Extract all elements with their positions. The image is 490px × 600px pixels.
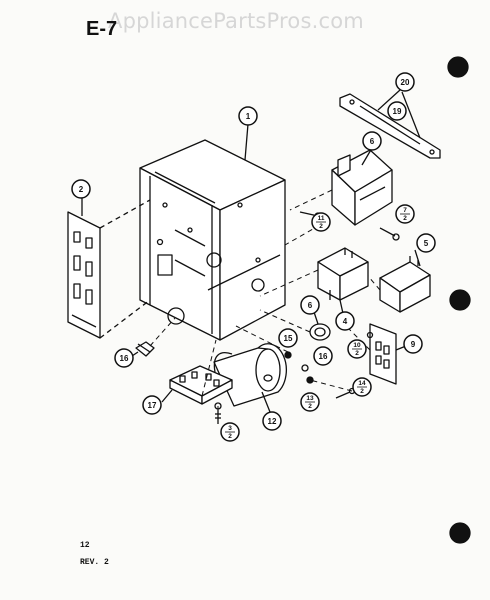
callout-3-num: 3 [228,425,232,432]
leader-12 [261,391,271,413]
leader-5 [414,249,421,267]
callout-14-den: 2 [360,388,364,395]
transformer-part [331,149,393,226]
leader-20a [377,89,401,111]
callout-4: 4 [343,317,348,326]
callout-9: 9 [411,340,416,349]
revision-label: REV. 2 [80,558,109,567]
callout-7-den: 2 [403,215,407,222]
diagram-id-label: E-7 [86,18,118,40]
callout-11-num: 11 [318,215,325,222]
leader-20b [401,91,421,139]
callout-5: 5 [424,239,429,248]
mounting-bracket-part [339,93,441,159]
leader-6a [361,147,373,166]
callout-19: 19 [393,107,402,116]
screw-3-part [215,410,221,424]
knob-part [309,323,331,341]
callout-16-left: 16 [120,354,129,363]
callout-11-den: 2 [319,223,323,230]
callout-10-num: 10 [353,342,361,349]
contactor-part [379,256,431,313]
binder-hole-middle [449,289,471,311]
bushing-part [135,341,155,357]
callout-20: 20 [401,78,410,87]
callout-10-den: 2 [355,350,359,357]
callout-13-num: 13 [306,395,314,402]
binder-hole-top [447,56,469,78]
control-box-housing [139,139,286,341]
callout-6-lower: 6 [308,301,313,310]
callout-6-top: 6 [370,137,375,146]
capacitor-part [213,343,287,407]
callout-14-num: 14 [358,380,366,387]
callout-15: 15 [284,334,293,343]
leader-17 [161,389,173,403]
switch-panel-part [67,211,101,339]
assembly-guide-lines [149,189,381,410]
callout-16-right: 16 [319,352,328,361]
site-watermark: AppliancePartsPros.com [108,9,364,33]
callout-17: 17 [148,401,157,410]
leader-6b [313,311,319,325]
terminal-board-part [369,323,397,385]
callout-7-num: 7 [403,207,407,214]
relay-part [317,247,369,301]
callout-13-den: 2 [308,403,312,410]
callout-12: 12 [268,417,277,426]
callout-3-den: 2 [228,433,232,440]
callout-1: 1 [246,112,251,121]
binder-hole-bottom [449,522,471,544]
page-number: 12 [80,541,90,550]
hardware-parts [284,331,374,399]
leader-1 [244,123,249,161]
callout-2: 2 [79,185,84,194]
callout-circles [71,72,436,442]
